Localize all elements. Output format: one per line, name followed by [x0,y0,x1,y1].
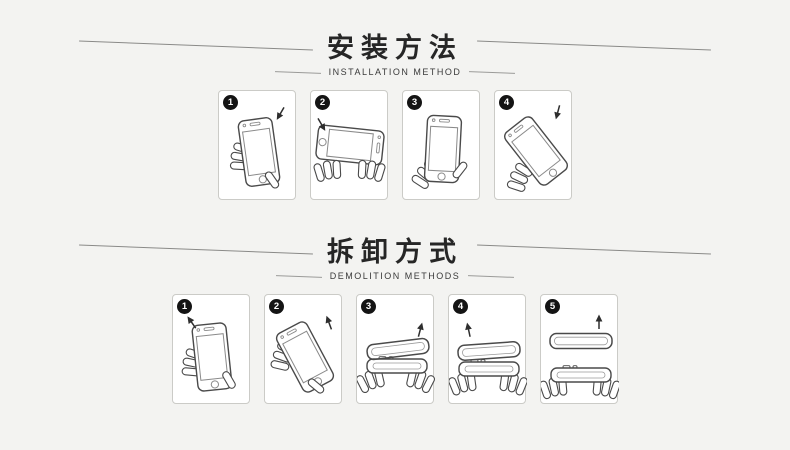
arrow-icon [551,103,564,121]
removal-title: 拆卸方式 [327,237,463,267]
phone-side-icon [458,359,520,377]
installation-steps-row: 1 2 3 [0,90,790,200]
step-number-badge: 3 [361,299,376,314]
bumper-frame-icon [549,332,613,350]
remove-step-5-illustration [541,313,619,403]
installation-header: 安装方法 [0,26,790,65]
install-step-2-illustration [311,115,389,199]
step-number-badge: 1 [177,299,192,314]
installation-subheader: INSTALLATION METHOD [0,67,790,77]
hand-fingers-icon [313,159,343,183]
section-removal: 拆卸方式 DEMOLITION METHODS 1 2 [0,200,790,404]
install-step-1-illustration [219,104,288,190]
step-number-badge: 1 [223,95,238,110]
sub-divider-right [469,70,516,74]
phone-side-icon [550,365,612,383]
installation-title: 安装方法 [327,33,463,63]
removal-header: 拆卸方式 [0,230,790,269]
remove-step-card-1: 1 [172,294,250,404]
arrow-icon [322,313,336,332]
divider-line-left [79,244,313,255]
hand-fingers-icon [356,159,386,183]
remove-step-card-3: 3 [356,294,434,404]
install-step-card-4: 4 [494,90,572,200]
phone-side-icon [314,123,386,167]
step-number-badge: 2 [269,299,284,314]
remove-step-2-illustration [265,313,337,396]
removal-subheader: DEMOLITION METHODS [0,271,790,281]
install-step-4-illustration [501,103,571,199]
sub-divider-left [274,70,321,74]
divider-line-right [477,40,711,51]
remove-step-card-2: 2 [264,294,342,404]
remove-step-4-illustration [449,321,527,403]
install-step-card-3: 3 [402,90,480,200]
bumper-frame-icon [456,340,522,362]
arrow-icon [594,313,604,330]
removal-subtitle: DEMOLITION METHODS [329,271,461,281]
divider-line-right [477,244,711,255]
sub-divider-right [468,274,515,278]
install-step-card-1: 1 [218,90,296,200]
install-step-3-illustration [403,114,469,199]
remove-step-card-5: 5 [540,294,618,404]
remove-step-1-illustration [173,313,238,393]
arrow-icon [414,321,427,339]
installation-subtitle: INSTALLATION METHOD [328,67,462,77]
arrow-icon [462,321,475,339]
remove-step-3-illustration [357,321,435,403]
step-number-badge: 4 [499,95,514,110]
bumper-frame-icon [365,337,431,361]
step-number-badge: 2 [315,95,330,110]
section-installation: 安装方法 INSTALLATION METHOD 1 2 [0,0,790,200]
remove-step-card-4: 4 [448,294,526,404]
divider-line-left [79,40,313,51]
step-number-badge: 3 [407,95,422,110]
install-step-card-2: 2 [310,90,388,200]
step-number-badge: 4 [453,299,468,314]
removal-steps-row: 1 2 3 [0,294,790,404]
step-number-badge: 5 [545,299,560,314]
sub-divider-left [275,274,322,278]
arrow-icon [273,104,288,123]
